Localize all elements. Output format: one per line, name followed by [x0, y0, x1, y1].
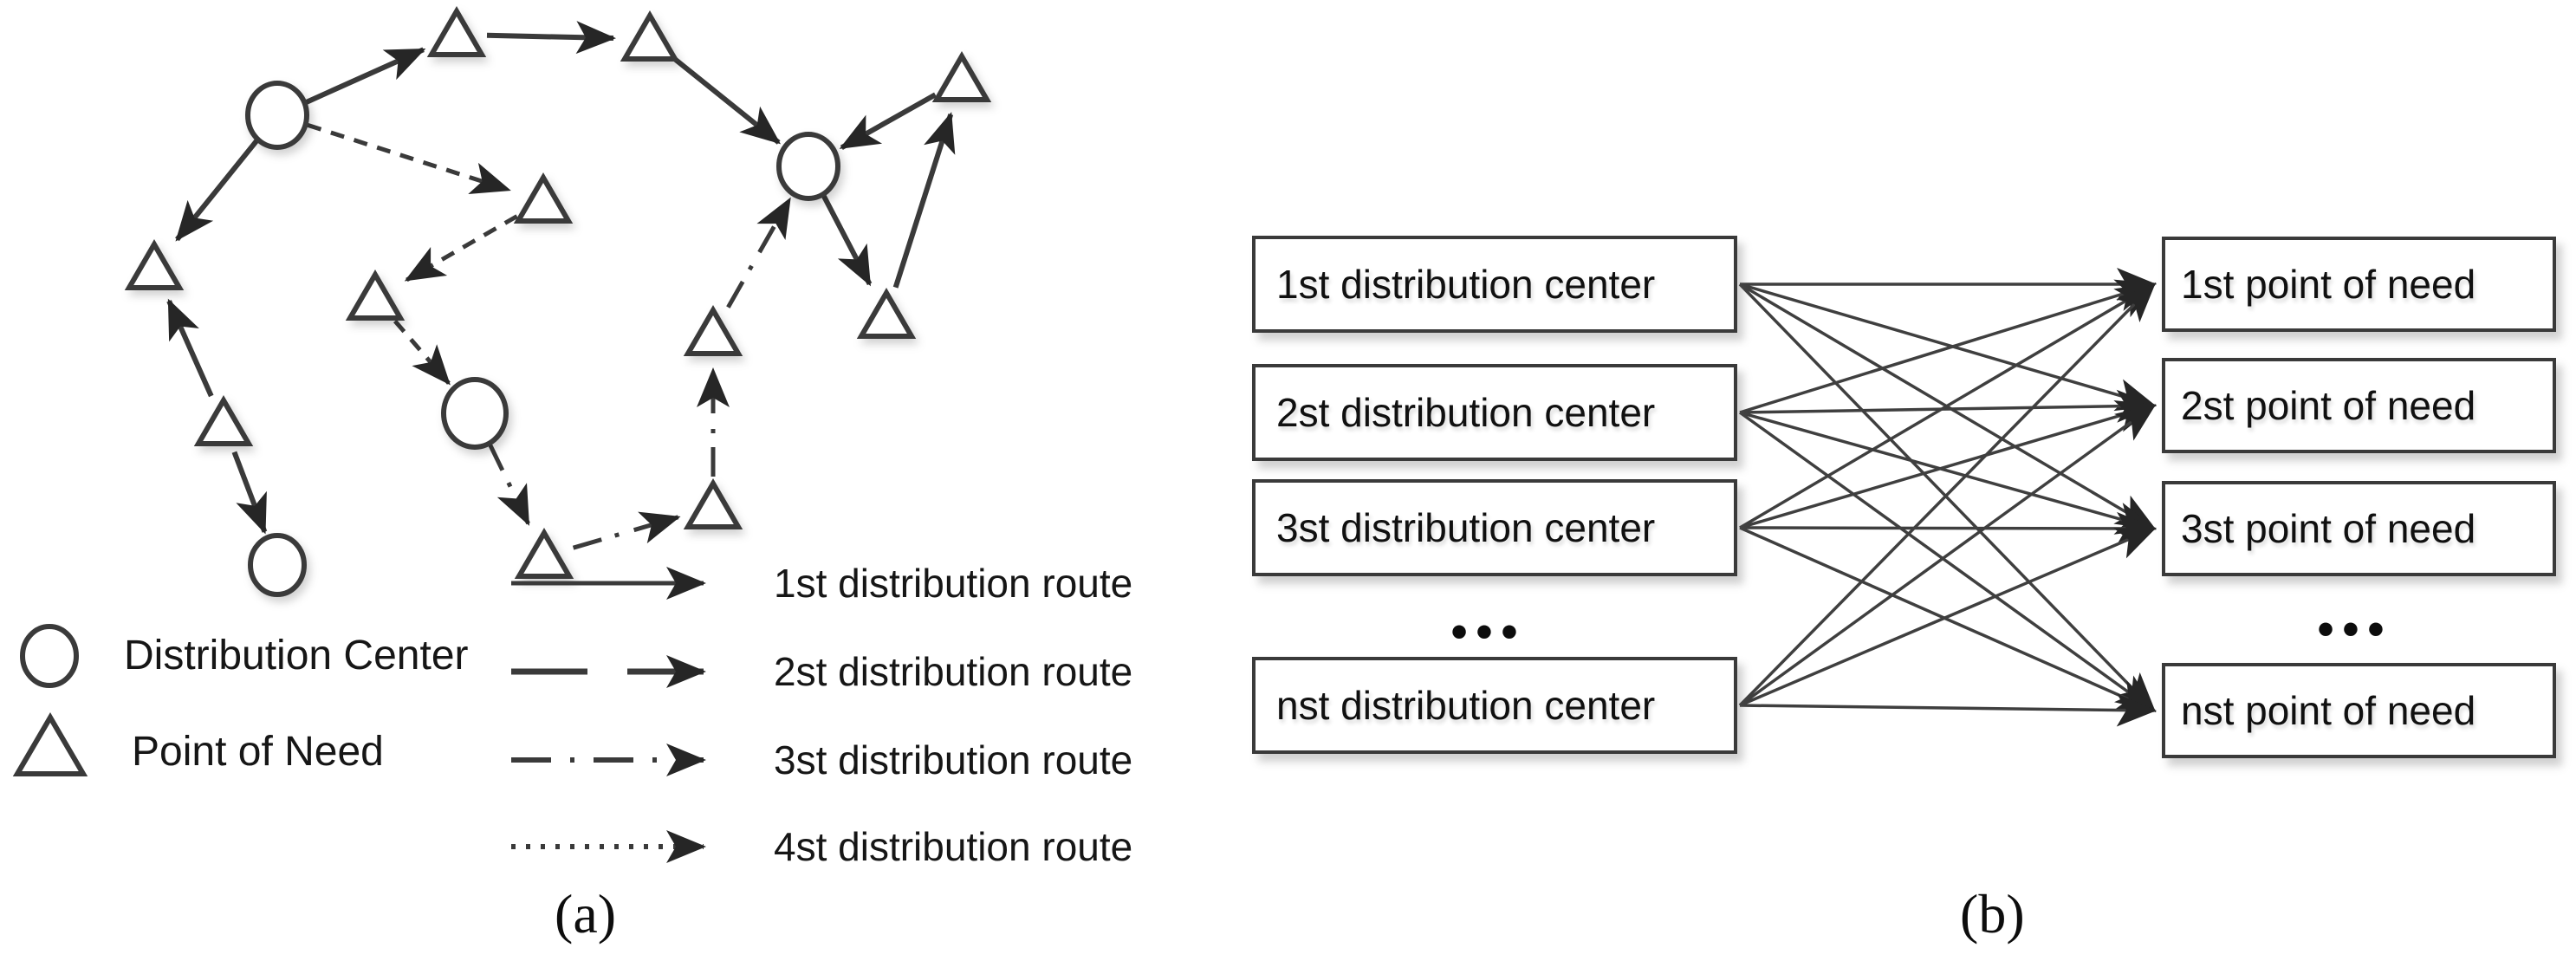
point-of-need-box: 1st point of need — [2162, 237, 2556, 332]
route-edge-solid — [486, 21, 617, 55]
route-edge-dashed — [307, 122, 511, 194]
point-of-need-box: 3st point of need — [2162, 481, 2556, 576]
connector-line — [1739, 511, 2157, 545]
route-edge-dashed — [404, 214, 518, 282]
legend-triangle-icon — [12, 712, 88, 776]
panel-a-edges — [166, 21, 956, 550]
point-of-need-node — [345, 269, 406, 321]
left-column-ellipsis: ••• — [1450, 606, 1527, 658]
point-of-need-node — [426, 6, 487, 57]
legend-route-4-label: 4st distribution route — [774, 824, 1133, 869]
panel-a-caption: (a) — [555, 883, 617, 945]
connector-line — [1739, 399, 2157, 529]
panel-a-nodes — [124, 6, 992, 597]
connector-line — [1739, 693, 2157, 727]
legend-point-of-need-label: Point of Need — [132, 729, 384, 775]
route-edge-solid — [672, 55, 782, 145]
connector-line — [1739, 282, 2157, 529]
panel-b-connectors — [1738, 268, 2157, 727]
point-of-need-node — [856, 288, 917, 339]
legend-circle-icon — [20, 624, 79, 688]
distribution-center-box: 1st distribution center — [1252, 236, 1737, 333]
legend-route-1-label: 1st distribution route — [774, 561, 1133, 606]
legend-symbols — [12, 567, 706, 863]
distribution-center-box: nst distribution center — [1252, 657, 1737, 754]
route-edge-dashed — [393, 319, 451, 386]
point-of-need-box: 2st point of need — [2162, 358, 2556, 453]
connector-line — [1738, 282, 2157, 713]
connector-line — [1738, 282, 2157, 707]
legend-distribution-center-label: Distribution Center — [124, 633, 469, 679]
route-edge-solid — [839, 92, 938, 150]
right-column-ellipsis: ••• — [2317, 603, 2393, 655]
point-of-need-node — [683, 305, 743, 356]
route-edge-solid — [305, 47, 426, 105]
connector-line — [1739, 389, 2157, 423]
route-edge-dashdot — [572, 511, 681, 550]
route-edge-solid — [821, 193, 873, 287]
route-edge-solid — [231, 451, 268, 535]
panel-b-caption: (b) — [1960, 883, 2025, 945]
connector-line — [1739, 279, 2157, 414]
route-edge-solid — [175, 138, 260, 242]
point-of-need-node — [514, 528, 574, 579]
distribution-center-box: 2st distribution center — [1252, 364, 1737, 461]
point-of-need-node — [931, 51, 992, 102]
distribution-center-node — [776, 132, 840, 201]
distribution-center-node — [245, 81, 309, 150]
connector-line — [1739, 526, 2157, 712]
connector-line — [1739, 527, 2157, 707]
point-of-need-node — [124, 239, 185, 290]
point-of-need-node — [620, 10, 680, 62]
point-of-need-node — [683, 478, 743, 529]
point-of-need-node — [193, 395, 254, 446]
legend-route-2-label: 2st distribution route — [774, 649, 1133, 694]
connector-line — [1738, 411, 2157, 712]
point-of-need-node — [513, 172, 574, 224]
route-edge-solid — [166, 298, 214, 398]
point-of-need-box: nst point of need — [2162, 663, 2556, 758]
legend-route-3-label: 3st distribution route — [774, 737, 1133, 782]
distribution-center-box: 3st distribution center — [1252, 479, 1737, 576]
connector-line — [1738, 404, 2157, 707]
distribution-center-node — [441, 377, 509, 450]
route-edge-dashdot — [726, 197, 792, 308]
distribution-center-node — [248, 533, 307, 597]
connector-line — [1739, 282, 2157, 412]
connector-line — [1739, 411, 2157, 535]
route-edge-solid — [892, 112, 956, 289]
route-edge-dashdot — [487, 443, 530, 526]
